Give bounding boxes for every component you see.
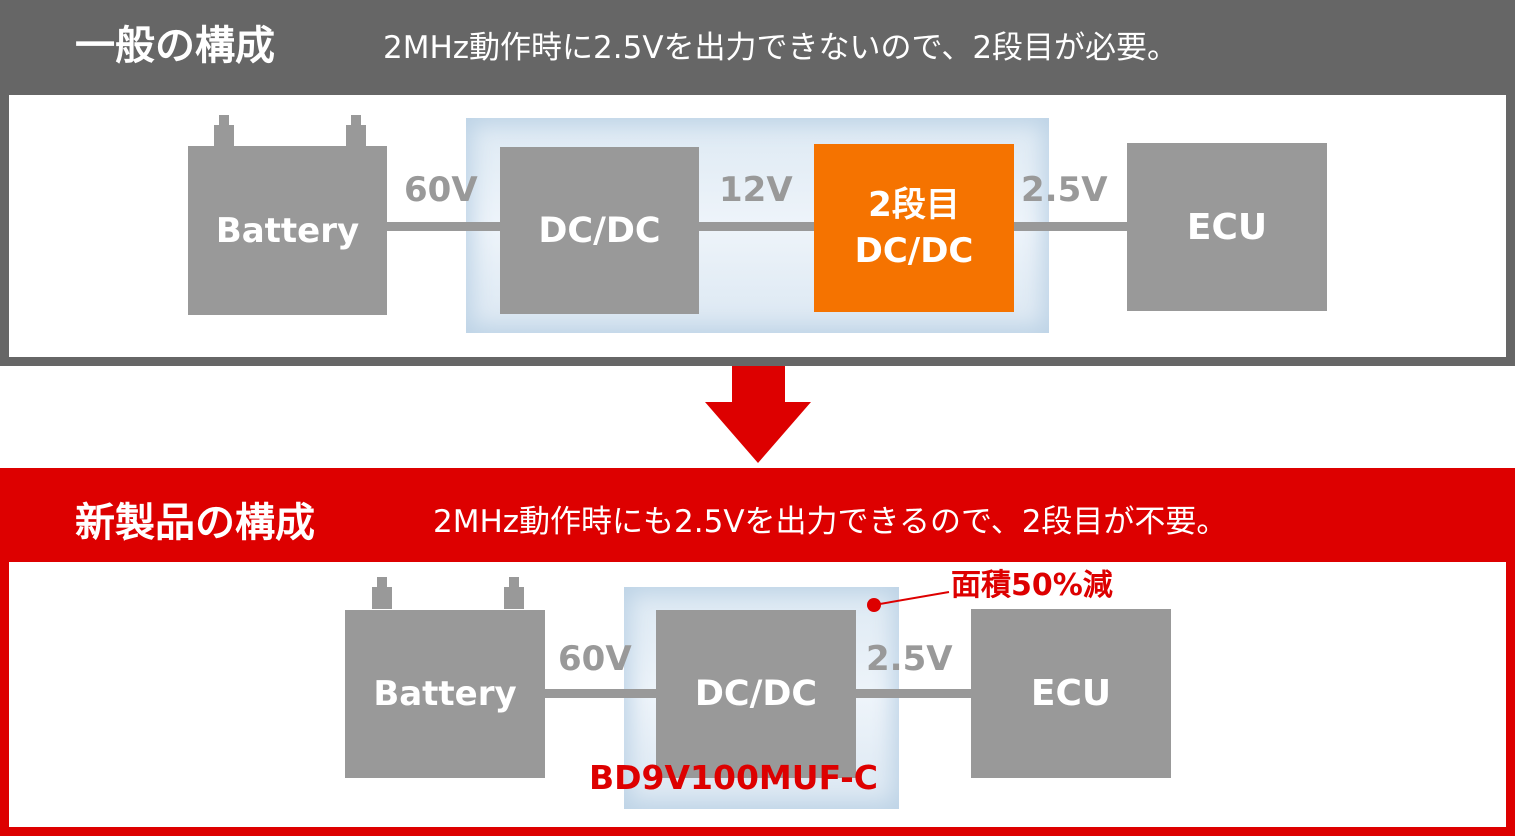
- voltage-label: 2.5V: [1021, 170, 1108, 210]
- second-stage-label: 2段目: [868, 185, 960, 225]
- battery-block: Battery: [188, 146, 387, 315]
- battery-block: Battery: [345, 610, 545, 778]
- area-reduction-callout: 面積50%減: [951, 568, 1113, 603]
- voltage-label: 60V: [558, 639, 632, 679]
- wire-dcdc-ecu: [856, 689, 972, 698]
- general-config-diagram-area: 60V 12V 2.5V Battery DC/DC 2段目 DC/DC ECU: [9, 95, 1506, 357]
- battery-terminal: [504, 587, 524, 609]
- voltage-label: 60V: [404, 170, 478, 210]
- second-stage-dcdc-block: 2段目 DC/DC: [814, 144, 1014, 312]
- voltage-label: 12V: [719, 170, 793, 210]
- battery-terminal-cap: [219, 115, 229, 127]
- battery-terminal: [346, 125, 366, 147]
- new-config-title: 新製品の構成: [75, 500, 315, 546]
- new-product-configuration-panel: 新製品の構成 2MHz動作時にも2.5Vを出力できるので、2段目が不要。 60V…: [0, 468, 1515, 836]
- product-name-label: BD9V100MUF-C: [589, 758, 879, 797]
- down-arrow-icon: [705, 366, 811, 463]
- battery-terminal: [214, 125, 234, 147]
- new-config-description: 2MHz動作時にも2.5Vを出力できるので、2段目が不要。: [433, 504, 1228, 540]
- wire-dcdc2-ecu: [1013, 222, 1128, 231]
- wire-dcdc-dcdc2: [698, 222, 815, 231]
- general-config-title: 一般の構成: [75, 23, 275, 69]
- second-stage-dcdc-label: DC/DC: [854, 231, 974, 271]
- callout-leader-line: [867, 591, 950, 612]
- battery-terminal-cap: [509, 577, 519, 589]
- dcdc-block: DC/DC: [656, 610, 856, 778]
- battery-terminal: [372, 587, 392, 609]
- battery-terminal-cap: [351, 115, 361, 127]
- dcdc-block: DC/DC: [500, 147, 699, 314]
- wire-battery-dcdc: [386, 222, 501, 231]
- general-configuration-panel: 一般の構成 2MHz動作時に2.5Vを出力できないので、2段目が必要。 60V …: [0, 0, 1515, 366]
- new-config-diagram-area: 60V 2.5V Battery DC/DC ECU 面積50%減 BD9V10…: [9, 562, 1506, 827]
- voltage-label: 2.5V: [866, 639, 953, 679]
- wire-battery-dcdc: [543, 689, 658, 698]
- battery-terminal-cap: [377, 577, 387, 589]
- ecu-block: ECU: [1127, 143, 1327, 311]
- ecu-block: ECU: [971, 609, 1171, 778]
- general-config-description: 2MHz動作時に2.5Vを出力できないので、2段目が必要。: [383, 30, 1179, 66]
